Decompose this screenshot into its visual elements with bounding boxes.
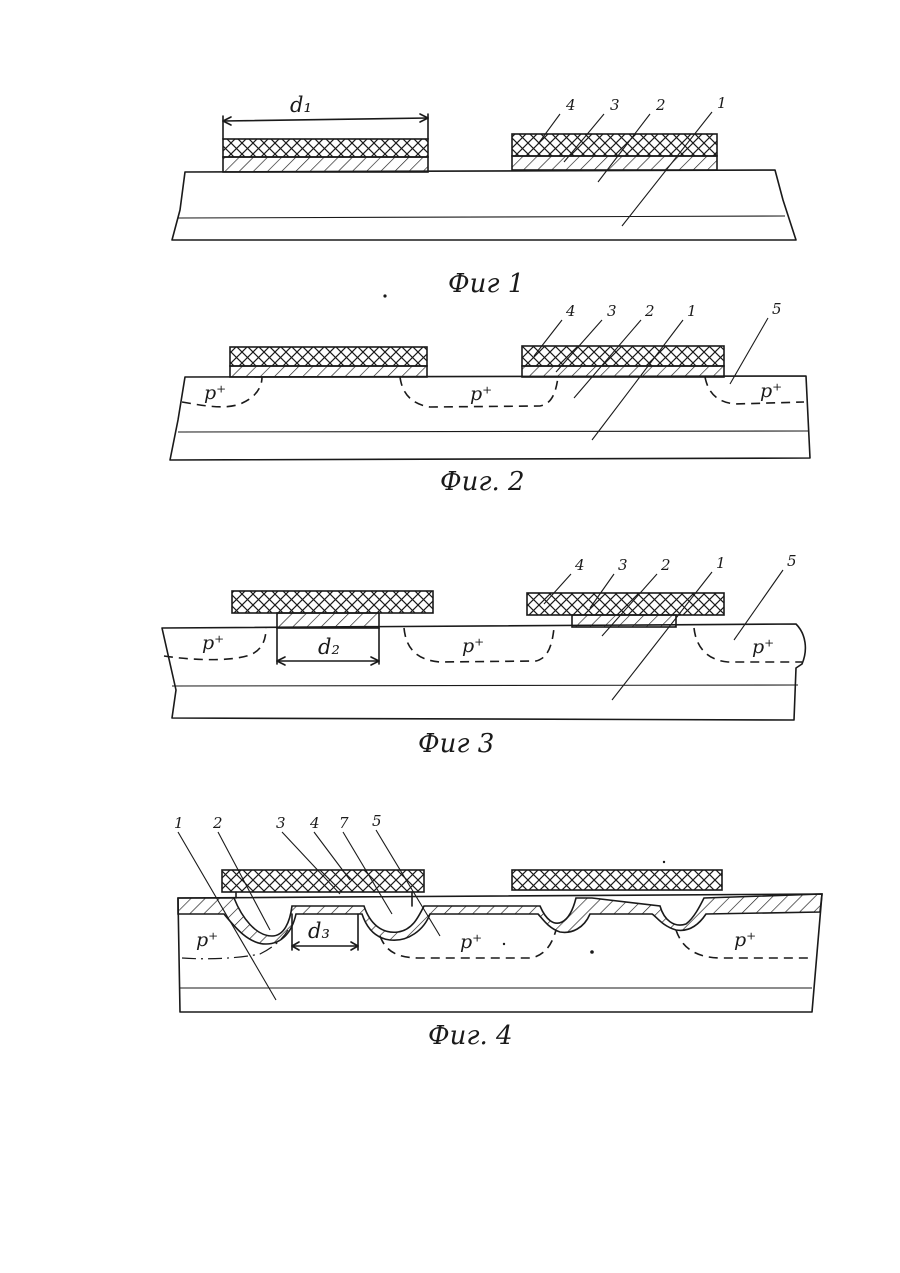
fig1-left-layer-4	[223, 139, 428, 157]
fig1-dim-line	[223, 118, 428, 121]
fig4-region-label: p⁺	[734, 929, 756, 951]
fig2-caption: Фиг. 2	[440, 467, 525, 497]
fig3-right-layer-4	[527, 593, 724, 615]
fig1-dimension-label: d₁	[290, 93, 312, 117]
figure-2: p⁺ p⁺ p⁺ 4 3 2 1 5 Фиг. 2	[170, 300, 810, 497]
fig3-left-stem-3	[277, 613, 379, 628]
fig3-caption: Фиг 3	[418, 729, 494, 759]
fig3-region-label: p⁺	[752, 636, 774, 658]
fig4-right-layer-4	[512, 870, 722, 890]
fig4-caption: Фиг. 4	[428, 1021, 513, 1051]
fig3-right-stem-3	[572, 615, 676, 627]
fig4-callout: 4	[309, 814, 320, 832]
fig1-caption: Фиг 1	[448, 269, 524, 299]
fig4-callout: 5	[372, 812, 382, 830]
fig2-callout: 4	[565, 302, 576, 320]
speck	[663, 861, 665, 863]
fig4-dimension-label: d₃	[308, 919, 330, 943]
fig4-callout: 2	[212, 814, 223, 832]
fig2-callout: 3	[607, 302, 617, 320]
fig3-dimension-label: d₂	[318, 635, 340, 659]
fig4-callout: 7	[339, 814, 349, 832]
figure-1: d₁ 4 3 2 1 Фиг 1	[172, 93, 796, 299]
fig3-leader	[734, 570, 783, 640]
fig2-leader	[592, 320, 683, 440]
fig4-layer-2	[178, 894, 822, 944]
fig3-callout: 4	[574, 556, 585, 574]
fig4-callout: 3	[276, 814, 286, 832]
fig2-right-layer-4	[522, 346, 724, 366]
fig3-leader	[612, 572, 712, 700]
fig1-callout: 1	[717, 94, 727, 112]
speck	[590, 950, 594, 954]
fig2-callout: 1	[687, 302, 697, 320]
fig1-substrate-line	[178, 216, 785, 218]
fig4-leader	[178, 832, 276, 1000]
fig3-region-label: p⁺	[462, 635, 484, 657]
fig1-right-layer-3	[512, 156, 717, 170]
fig4-callout: 1	[174, 814, 184, 832]
fig3-pplus-right	[694, 628, 802, 662]
fig3-callout: 5	[787, 552, 797, 570]
fig4-region-label: p⁺	[460, 931, 482, 953]
fig2-leader	[730, 318, 768, 384]
speck	[383, 294, 386, 297]
fig2-region-label: p⁺	[470, 383, 492, 405]
fig3-callout: 1	[716, 554, 726, 572]
fig4-region-label: p⁺	[196, 929, 218, 951]
fig1-left-layer-3	[223, 157, 428, 172]
fig2-callout: 5	[772, 300, 782, 318]
fig2-region-label: p⁺	[204, 382, 226, 404]
figure-4: d₃ p⁺ p⁺ p⁺ 1 2 3 4 7 5 Фиг. 4	[174, 812, 822, 1051]
fig2-right-layer-3	[522, 366, 724, 377]
speck	[503, 943, 505, 945]
fig3-callout: 3	[618, 556, 628, 574]
fig3-region-label: p⁺	[202, 632, 224, 654]
fig1-callout: 2	[655, 96, 666, 114]
fig1-callout: 4	[565, 96, 576, 114]
fig3-callout: 2	[660, 556, 671, 574]
fig2-substrate-line	[178, 431, 808, 432]
fig2-region-label: p⁺	[760, 380, 782, 402]
fig2-callout: 2	[644, 302, 655, 320]
fig2-left-layer-4	[230, 347, 427, 366]
fig3-left-layer-4	[232, 591, 433, 613]
fig3-substrate-line	[172, 685, 798, 686]
fig2-left-layer-3	[230, 366, 427, 377]
fig1-substrate	[172, 170, 796, 240]
fig4-left-layer-4	[222, 870, 424, 892]
fig2-pplus-right	[705, 377, 804, 404]
figure-3: d₂ p⁺ p⁺ p⁺ 4 3 2 1 5 Фиг 3	[162, 552, 805, 759]
fig1-callout: 3	[610, 96, 620, 114]
